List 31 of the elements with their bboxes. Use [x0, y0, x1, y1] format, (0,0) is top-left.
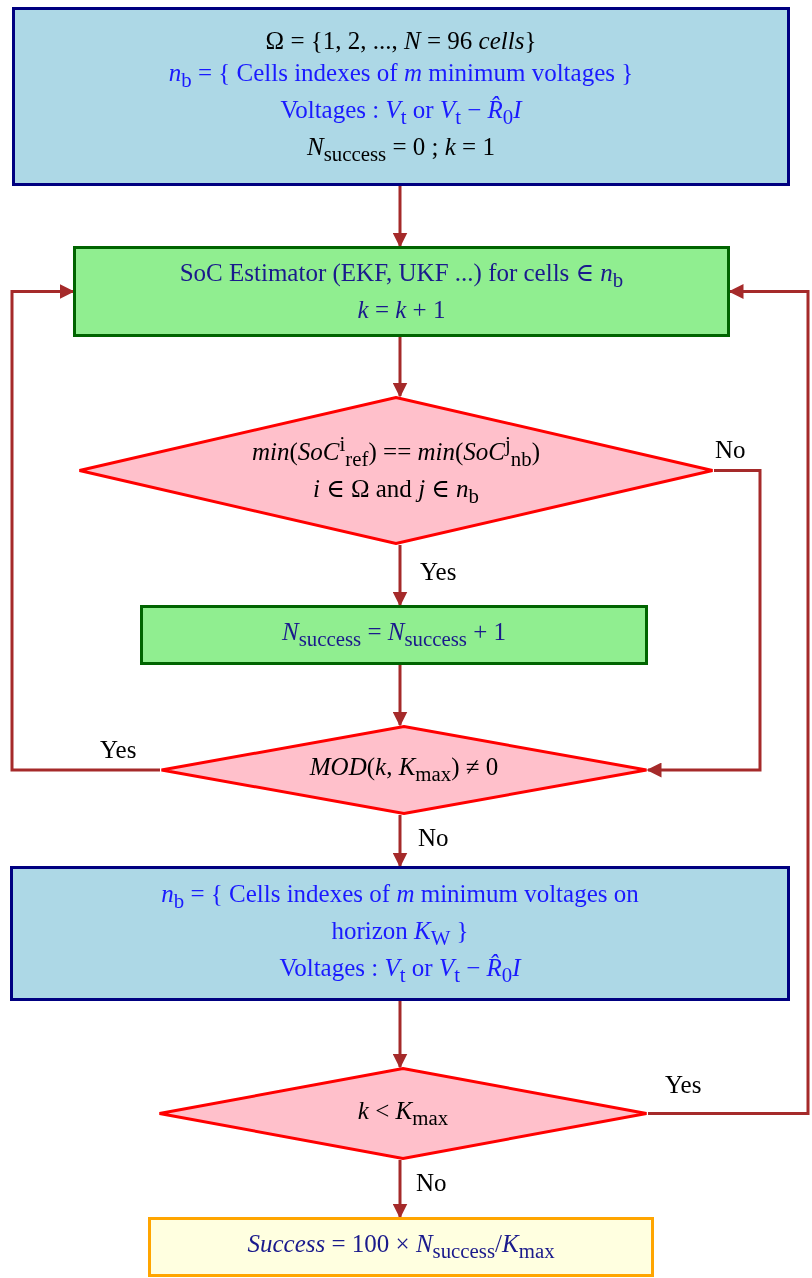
node-text: i ∈ Ω and j ∈ n$_{b}$ [313, 474, 479, 511]
node-text: k < K$_{max}$ [357, 1095, 449, 1132]
arrow [392, 1160, 408, 1219]
decision-diamond [160, 725, 648, 815]
arrow [392, 186, 408, 248]
node-text: Success = 100 × N$_{success}$/K$_{max}$ [247, 1229, 555, 1266]
arrow [392, 545, 408, 607]
node-text: Ω = {1, 2, ..., N = 96 cells} [265, 25, 537, 56]
node-text: min(SoC$^{i}$$_{ref}$) == min(SoC$^{j}$$_{nb}$) [252, 430, 540, 474]
node-text: N$_{success}$ = 0 ; k = 1 [307, 132, 495, 169]
node-text: MOD(k, K$_{max}$) ≠ 0 [309, 752, 499, 789]
arrow [648, 284, 810, 1115]
process-box [148, 1217, 654, 1277]
node-text: N$_{success}$ = N$_{success}$ + 1 [282, 617, 506, 654]
arrow [392, 1001, 408, 1069]
arrow [392, 815, 408, 868]
decision-diamond [158, 1067, 648, 1160]
decision-diamond [78, 396, 714, 545]
process-box [140, 605, 648, 665]
arrow [392, 337, 408, 398]
process-box [12, 7, 790, 186]
arrow [10, 284, 160, 772]
node-text: n$_{b}$ = { Cells indexes of m minimum voltages } [168, 58, 634, 95]
node-text: Voltages : V$_{t}$ or V$_{t}$ − R̂$_{0}$I [280, 95, 522, 132]
process-box [10, 866, 790, 1001]
process-box [73, 246, 730, 337]
node-text: SoC Estimator (EKF, UKF ...) for cells ∈ n$_{b}$ [179, 257, 624, 294]
node-text: Voltages : V$_{t}$ or V$_{t}$ − R̂$_{0}$I [279, 953, 521, 990]
arrow [646, 469, 762, 778]
node-text: k = k + 1 [357, 294, 446, 325]
arrow [392, 665, 408, 727]
